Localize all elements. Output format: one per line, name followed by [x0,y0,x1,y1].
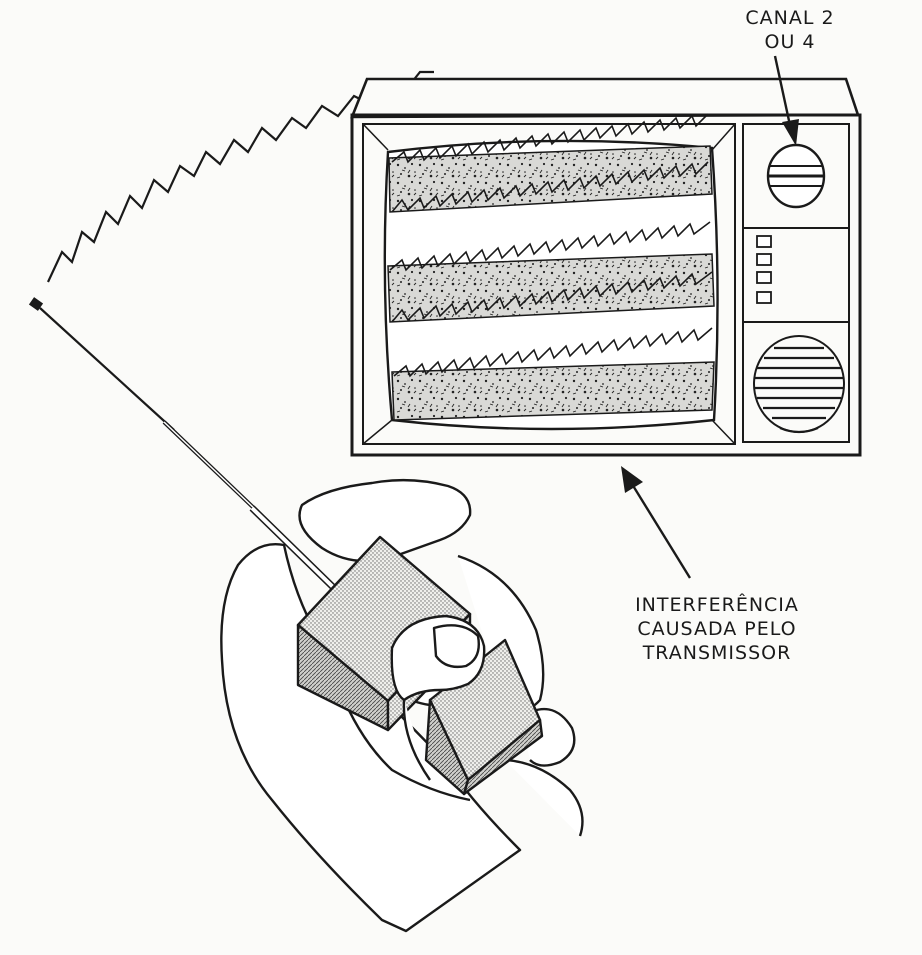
antenna [28,297,337,591]
interference-label: INTERFERÊNCIA CAUSADA PELO TRANSMISSOR [612,593,822,665]
interference-band-bottom [391,327,715,421]
interference-label-line1: INTERFERÊNCIA [635,594,799,616]
thumb [390,614,486,781]
interference-label-line3: TRANSMISSOR [642,642,792,664]
control-buttons [756,235,772,304]
interference-band-middle [387,221,715,323]
transmitter-box [296,535,544,796]
interference-band-top [388,113,713,213]
channel-label: CANAL 2 OU 4 [690,6,890,54]
channel-label-line1: CANAL 2 [745,7,835,29]
speaker-grille [753,335,845,434]
channel-knob [766,143,826,209]
channel-label-line2: OU 4 [764,31,816,53]
interference-label-line2: CAUSADA PELO [637,618,797,640]
arrow-to-knob [773,55,799,146]
arrow-to-screen [621,466,692,579]
